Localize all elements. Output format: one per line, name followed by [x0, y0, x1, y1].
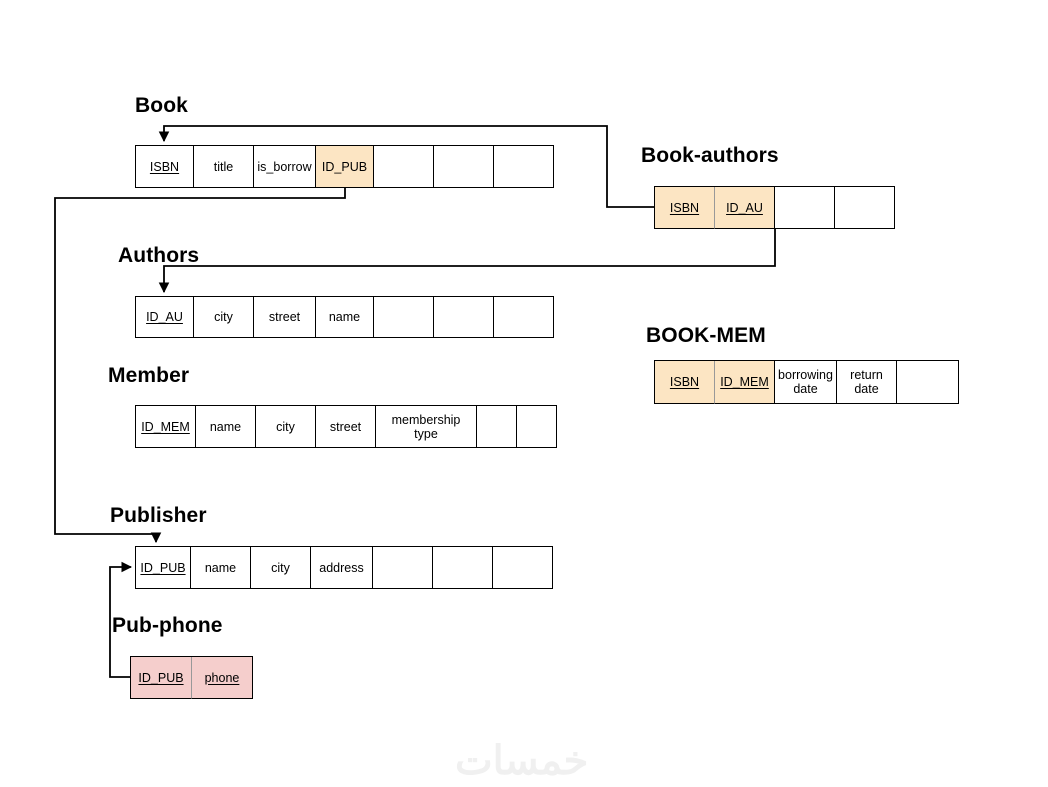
attribute-cell-id-pub[interactable]: ID_PUB — [131, 657, 192, 699]
attribute-cell-id-mem[interactable]: ID_MEM — [715, 361, 775, 404]
entity-book: Book — [135, 94, 188, 118]
entity-authors: Authors — [118, 244, 199, 268]
attribute-cell-empty[interactable] — [897, 361, 959, 404]
attribute-cell-borrowing-date[interactable]: borrowing date — [775, 361, 837, 404]
attribute-cell-empty[interactable] — [494, 146, 554, 188]
attribute-cell-id-au[interactable]: ID_AU — [715, 187, 775, 229]
attribute-cell-empty[interactable] — [517, 406, 557, 448]
attribute-cell-city[interactable]: city — [251, 547, 311, 589]
attribute-cell-city[interactable]: city — [256, 406, 316, 448]
attribute-cell-empty[interactable] — [434, 146, 494, 188]
attribute-row: ISBN ID_MEM borrowing date return date — [654, 360, 959, 404]
attribute-cell-empty[interactable] — [493, 547, 553, 589]
attribute-cell-empty[interactable] — [775, 187, 835, 229]
attribute-cell-return-date[interactable]: return date — [837, 361, 897, 404]
entity-title-authors: Authors — [118, 244, 200, 267]
attribute-cell-empty[interactable] — [477, 406, 517, 448]
attribute-cell-id-pub[interactable]: ID_PUB — [316, 146, 374, 188]
attribute-cell-empty[interactable] — [835, 187, 895, 229]
attribute-cell-street[interactable]: street — [254, 297, 316, 338]
attribute-cell-empty[interactable] — [373, 547, 433, 589]
attribute-cell-phone[interactable]: phone — [192, 657, 253, 699]
entity-table-book-authors: ISBN ID_AU — [654, 186, 895, 229]
attribute-cell-isbn[interactable]: ISBN — [655, 361, 715, 404]
entity-table-pub-phone: ID_PUB phone — [130, 656, 253, 699]
entity-pub-phone: Pub-phone — [112, 614, 223, 638]
watermark-text: خمسات — [455, 739, 589, 783]
entity-title-book-mem: BOOK-MEM — [646, 324, 766, 347]
attribute-row: ISBN ID_AU — [654, 186, 895, 229]
entity-publisher: Publisher — [110, 504, 207, 528]
entity-table-authors: ID_AU city street name — [135, 296, 554, 338]
entity-title-book-authors: Book-authors — [641, 144, 779, 167]
attribute-cell-is-borrow[interactable]: is_borrow — [254, 146, 316, 188]
attribute-cell-name[interactable]: name — [196, 406, 256, 448]
entity-title-member: Member — [108, 364, 190, 387]
attribute-cell-name[interactable]: name — [316, 297, 374, 338]
attribute-cell-id-mem[interactable]: ID_MEM — [136, 406, 196, 448]
entity-table-book-mem: ISBN ID_MEM borrowing date return date — [654, 360, 959, 404]
attribute-cell-street[interactable]: street — [316, 406, 376, 448]
attribute-cell-title[interactable]: title — [194, 146, 254, 188]
attribute-cell-empty[interactable] — [434, 297, 494, 338]
attribute-cell-city[interactable]: city — [194, 297, 254, 338]
attribute-row: ISBN title is_borrow ID_PUB — [135, 145, 554, 188]
idpub-fk-link — [54, 187, 346, 544]
entity-table-book: ISBN title is_borrow ID_PUB — [135, 145, 554, 188]
entity-book-authors: Book-authors — [641, 144, 779, 168]
attribute-cell-id-au[interactable]: ID_AU — [136, 297, 194, 338]
attribute-row: ID_PUB name city address — [135, 546, 553, 589]
attribute-cell-isbn[interactable]: ISBN — [136, 146, 194, 188]
attribute-cell-address[interactable]: address — [311, 547, 373, 589]
attribute-cell-empty[interactable] — [374, 297, 434, 338]
entity-book-mem: BOOK-MEM — [646, 324, 766, 348]
attribute-cell-empty[interactable] — [374, 146, 434, 188]
entity-table-member: ID_MEM name city street membership type — [135, 405, 557, 448]
attribute-cell-isbn[interactable]: ISBN — [655, 187, 715, 229]
attribute-row: ID_PUB phone — [130, 656, 253, 699]
entity-title-publisher: Publisher — [110, 504, 207, 527]
attribute-row: ID_AU city street name — [135, 296, 554, 338]
attribute-cell-id-pub[interactable]: ID_PUB — [136, 547, 191, 589]
entity-member: Member — [108, 364, 189, 388]
entity-table-publisher: ID_PUB name city address — [135, 546, 553, 589]
entity-title-book: Book — [135, 94, 188, 117]
attribute-cell-empty[interactable] — [433, 547, 493, 589]
entity-title-pub-phone: Pub-phone — [112, 614, 223, 637]
attribute-cell-name[interactable]: name — [191, 547, 251, 589]
idau-fk-link — [158, 228, 776, 294]
attribute-cell-empty[interactable] — [494, 297, 554, 338]
attribute-row: ID_MEM name city street membership type — [135, 405, 557, 448]
attribute-cell-membership-type[interactable]: membership type — [376, 406, 477, 448]
